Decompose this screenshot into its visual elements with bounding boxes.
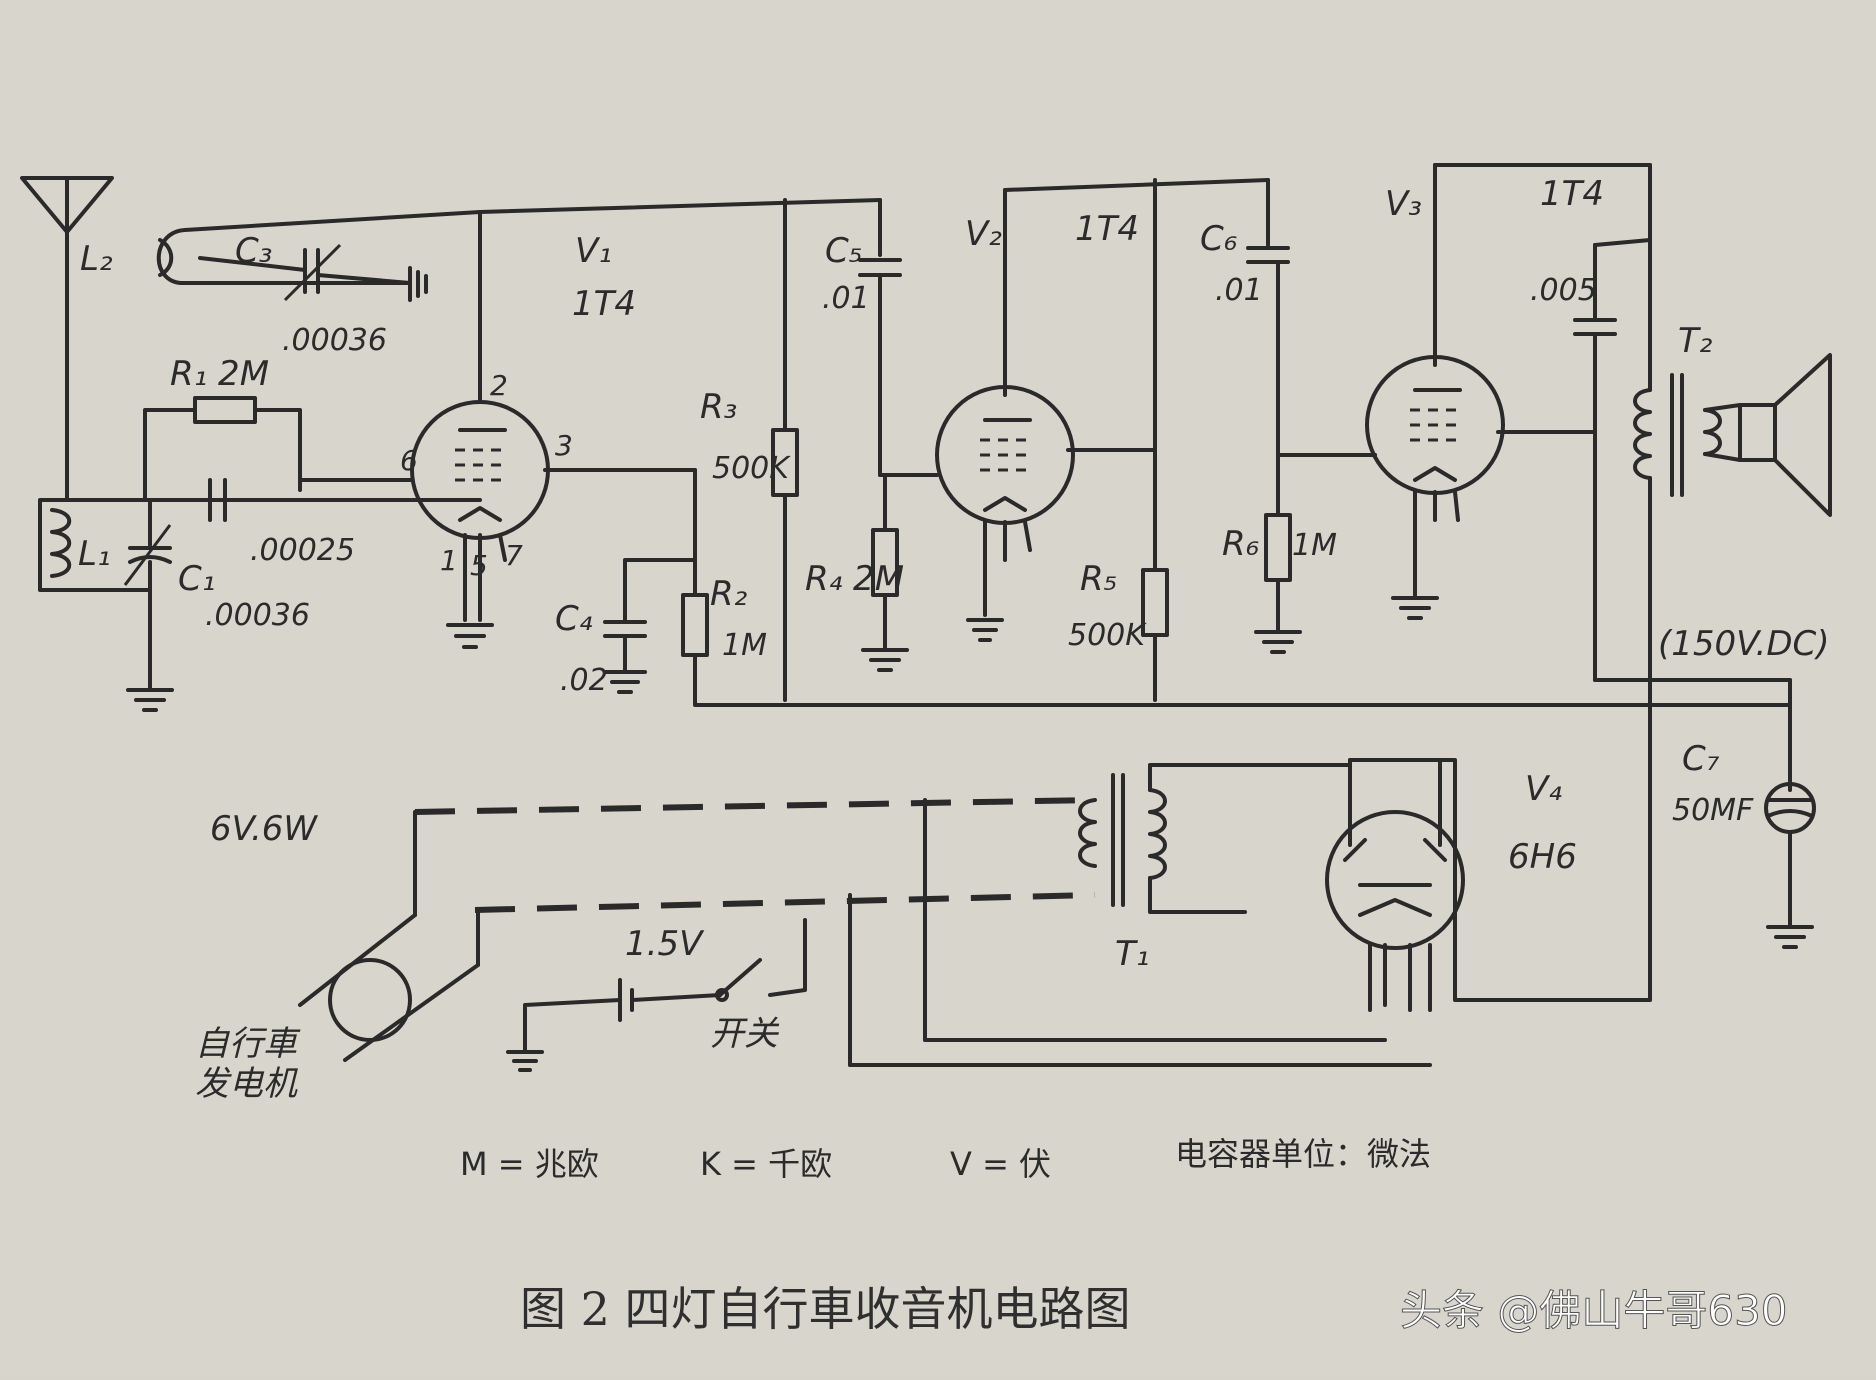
label-t2: T₂ [1678, 321, 1713, 361]
label-r3: R₃ [700, 387, 737, 427]
label-generator-1: 自行車 [195, 1024, 301, 1064]
label-r3-value: 500K [712, 451, 791, 486]
capacitor-c3 [198, 243, 412, 302]
generator-leads [413, 797, 1432, 1067]
ground-v2 [966, 618, 1004, 642]
label-v3-type: 1T4 [1540, 174, 1604, 214]
antenna-icon [20, 176, 114, 502]
pin-v1-1: 1 [440, 544, 458, 577]
pin-v1-7: 7 [505, 539, 523, 572]
capacitor-c2 [208, 478, 227, 522]
label-c3-value: .00036 [282, 323, 387, 358]
label-r2: R₂ [710, 574, 748, 614]
ground-c1 [126, 688, 174, 712]
switch-icon [715, 918, 807, 1002]
label-hv: (150V.DC) [1658, 624, 1830, 664]
resistor-r4 [861, 473, 909, 672]
resistor-r1 [143, 396, 302, 502]
label-t1: T₁ [1115, 934, 1149, 974]
label-c7-value: 50MF [1672, 793, 1754, 828]
label-c1: C₁ [178, 559, 215, 599]
label-r5: R₅ [1080, 559, 1117, 599]
battery-icon [506, 978, 722, 1072]
ground-v1 [446, 623, 494, 649]
label-r5-value: 500K [1068, 618, 1147, 653]
label-v3: V₃ [1385, 184, 1422, 224]
label-gen-rating: 6V.6W [210, 809, 318, 849]
transformer-t2 [1633, 163, 1722, 682]
label-c1-value: .00036 [205, 598, 310, 633]
capacitor-c8 [1573, 238, 1652, 682]
pin-v1-6: 6 [400, 444, 418, 477]
tube-v1 [298, 210, 697, 622]
capacitor-c6 [1246, 178, 1290, 457]
bplus-wiring [478, 198, 882, 702]
capacitor-c4 [603, 620, 647, 694]
label-c8-value: .005 [1530, 273, 1597, 308]
legend-m: M = 兆欧 [460, 1145, 599, 1183]
watermark: 头条 @佛山牛哥630 [1400, 1286, 1788, 1335]
label-c4: C₄ [555, 599, 593, 639]
capacitor-c5 [858, 258, 902, 477]
label-v1: V₁ [575, 231, 612, 271]
label-v4-type: 6H6 [1508, 837, 1577, 877]
ground-v3 [1391, 596, 1439, 620]
legend-v: V = 伏 [950, 1145, 1051, 1183]
pin-v1-2: 2 [490, 369, 508, 402]
label-generator-2: 发电机 [195, 1064, 298, 1104]
label-battery: 1.5V [625, 924, 705, 964]
pin-v1-3: 3 [555, 429, 573, 462]
label-r2-value: 1M [722, 628, 767, 663]
label-c6-value: .01 [1215, 273, 1263, 308]
ground-c3 [408, 266, 428, 302]
label-l1: L₁ [78, 534, 111, 574]
label-c2-value: .00025 [250, 533, 355, 568]
tube-v3 [1365, 163, 1652, 597]
label-c4-value: .02 [560, 663, 608, 698]
resistor-r2 [623, 468, 1792, 707]
transformer-t1 [1078, 763, 1352, 914]
capacitor-c7 [1764, 782, 1816, 949]
hv-wiring [1593, 678, 1792, 1002]
generator-icon [298, 913, 480, 1062]
label-v1-type: 1T4 [572, 284, 636, 324]
pin-v1-5: 5 [470, 549, 488, 582]
legend-k: K = 千欧 [700, 1145, 832, 1183]
resistor-r5 [1141, 178, 1169, 702]
tube-v2 [878, 178, 1270, 617]
legend-cap: 电容器单位：微法 [1175, 1135, 1431, 1173]
label-switch: 开关 [710, 1014, 780, 1054]
figure-caption: 图 2 四灯自行車收音机电路图 [520, 1282, 1131, 1336]
label-r6: R₆ [1222, 524, 1259, 564]
rectifier-v4 [1325, 758, 1652, 1012]
label-c7: C₇ [1682, 739, 1720, 779]
label-l2: L₂ [80, 239, 113, 279]
label-r4: R₄ 2M [805, 559, 904, 599]
capacitor-c1 [123, 498, 172, 692]
label-v4: V₄ [1525, 769, 1562, 809]
resistor-r6 [1254, 453, 1377, 654]
l2-loop [156, 210, 482, 286]
speaker-icon [1703, 353, 1832, 517]
label-c3: C₃ [235, 231, 272, 271]
label-c5: C₅ [825, 231, 862, 271]
label-r6-value: 1M [1292, 528, 1337, 563]
label-c6: C₆ [1200, 219, 1237, 259]
coil-l1 [38, 498, 482, 592]
label-v2: V₂ [965, 214, 1002, 254]
label-c5-value: .01 [822, 281, 870, 316]
label-v2-type: 1T4 [1075, 209, 1139, 249]
label-r1: R₁ 2M [170, 354, 269, 394]
